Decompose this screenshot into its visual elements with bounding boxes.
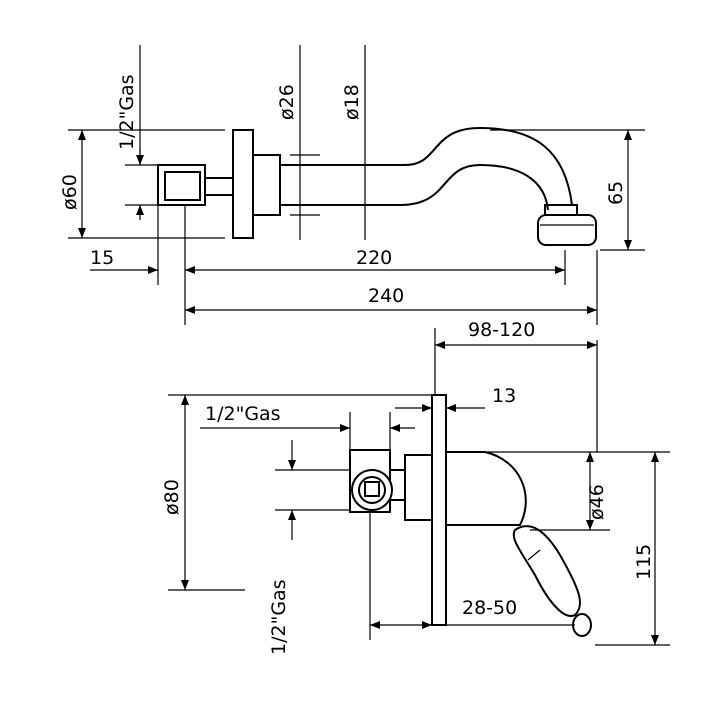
dim-d18: ø18 [341, 84, 363, 120]
dim-65: 65 [605, 181, 627, 205]
gas-label-vertical: 1/2"Gas [268, 579, 290, 655]
dim-115: 115 [633, 544, 655, 580]
dim-13: 13 [492, 385, 516, 407]
gas-label-side: 1/2"Gas [205, 403, 281, 425]
dim-240: 240 [368, 285, 404, 307]
dim-28-50: 28-50 [462, 597, 517, 619]
dim-d80: ø80 [161, 479, 183, 515]
gas-label-top: 1/2"Gas [116, 74, 138, 150]
top-dimensions: 1/2"Gas ø26 ø18 ø60 65 15 220 240 [59, 45, 645, 325]
dim-d26: ø26 [276, 84, 298, 120]
side-dimensions: 98-120 13 1/2"Gas ø80 1/2"Gas ø46 115 28… [161, 319, 670, 655]
mixer-side-view [349, 394, 592, 637]
dim-15: 15 [90, 247, 114, 269]
dim-220: 220 [356, 247, 392, 269]
dim-98-120: 98-120 [468, 319, 535, 341]
dim-d60: ø60 [59, 174, 81, 210]
dim-d46: ø46 [586, 484, 608, 520]
spout-top-view [157, 126, 597, 246]
